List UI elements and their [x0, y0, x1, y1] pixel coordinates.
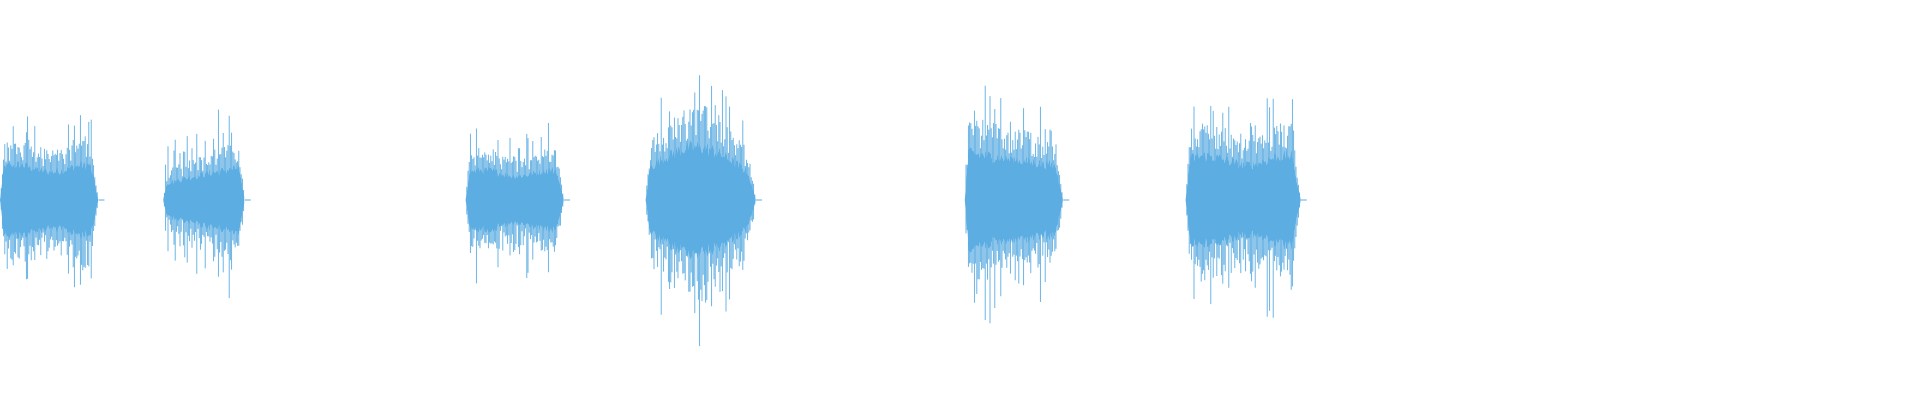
- waveform-spikes: [163, 109, 245, 299]
- waveform-spikes: [646, 75, 756, 347]
- waveform-segments: [0, 75, 1307, 347]
- waveform-spikes: [466, 123, 564, 284]
- waveform-spikes: [965, 85, 1063, 324]
- waveform-spikes: [1186, 98, 1301, 318]
- waveform-segment: [1185, 98, 1307, 318]
- waveform-spikes: [0, 115, 98, 288]
- waveform-segment: [465, 123, 570, 284]
- waveform-segment: [964, 85, 1070, 324]
- waveform-segment: [163, 109, 251, 299]
- waveform-segment: [0, 115, 105, 288]
- waveform-segment: [645, 75, 762, 347]
